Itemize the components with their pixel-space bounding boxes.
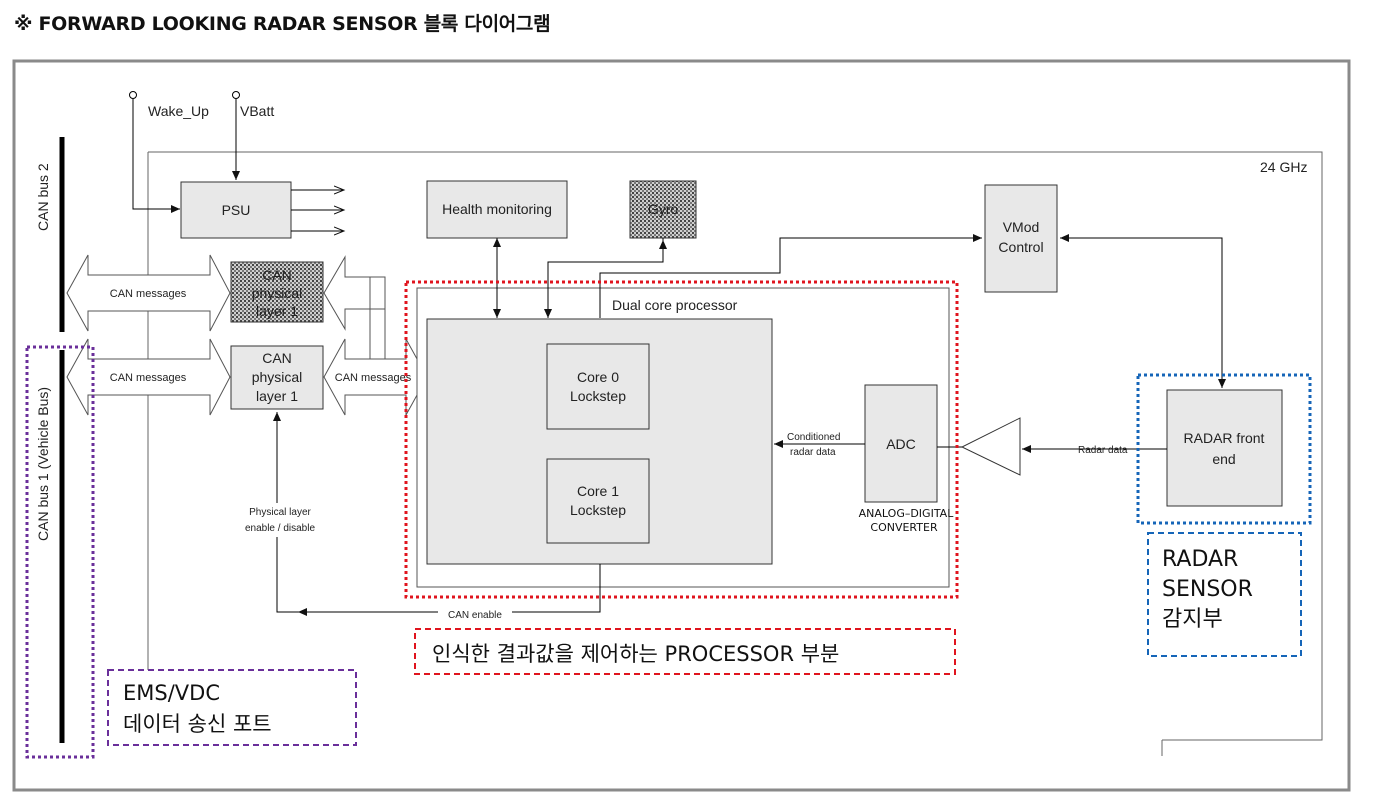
physical-layer-label-1: Physical layer: [249, 507, 311, 518]
ems-caption-box: [107, 669, 357, 746]
can-enable-label: CAN enable: [448, 610, 502, 621]
core-1-block: [546, 458, 650, 544]
can-bus-1-label: CAN bus 1 (Vehicle Bus): [35, 387, 51, 541]
adc-annotation-1: ANALOG–DIGITAL: [859, 507, 955, 520]
core-0-label-2: Lockstep: [570, 388, 626, 404]
rf-boundary: [147, 151, 1323, 741]
can-phy1-label-1: CAN: [262, 350, 292, 366]
radar-caption-1: RADAR: [1162, 547, 1238, 572]
can-phy2-label-2: physical: [252, 285, 303, 301]
radar-front-end-label-1: RADAR front: [1184, 430, 1265, 446]
health-monitoring-label: Health monitoring: [442, 201, 552, 217]
radar-caption-3: 감지부: [1162, 607, 1223, 632]
wake-up-terminal: [129, 91, 137, 99]
radar-front-end-block: [1166, 389, 1283, 507]
core-1-label-2: Lockstep: [570, 502, 626, 518]
adc-label: ADC: [886, 436, 916, 452]
conditioned-label-2: radar data: [790, 447, 836, 458]
processor-highlight-box: [404, 280, 959, 599]
can-phy1-label-3: layer 1: [256, 388, 298, 404]
radar-front-end-label-2: end: [1212, 451, 1235, 467]
psu-block: [180, 181, 292, 239]
ems-caption-2: 데이터 송신 포트: [123, 712, 272, 736]
health-monitoring-block: [426, 180, 568, 239]
can-bus-2-label: CAN bus 2: [35, 163, 51, 231]
radar-highlight-box: [1136, 373, 1312, 525]
can-physical-layer-1-block: [230, 345, 324, 410]
ems-highlight-box: [25, 345, 95, 759]
can-physical-layer-2-block: [230, 261, 324, 323]
can-messages-arrow-bottom: [66, 338, 231, 416]
processor-caption-box: [414, 628, 956, 675]
vbatt-terminal: [232, 91, 240, 99]
can-messages-bottom-label: CAN messages: [110, 372, 187, 384]
can-phy2-label-3: layer 1: [256, 303, 298, 319]
core-1-label-1: Core 1: [577, 483, 619, 499]
page-title: ※ FORWARD LOOKING RADAR SENSOR 블록 다이어그램: [14, 13, 551, 35]
vmod-label-2: Control: [998, 239, 1043, 255]
gyro-label: Gyro: [648, 201, 679, 217]
psu-label: PSU: [222, 202, 251, 218]
core-0-label-1: Core 0: [577, 369, 619, 385]
adc-block: [864, 384, 938, 503]
conditioned-label-1: Conditioned: [787, 432, 840, 443]
ems-caption-1: EMS/VDC: [123, 681, 220, 705]
core-0-block: [546, 343, 650, 430]
physical-layer-label-2: enable / disable: [245, 523, 315, 534]
dual-core-label: Dual core processor: [612, 297, 738, 313]
can-phy1-label-2: physical: [252, 369, 303, 385]
processor-caption: 인식한 결과값을 제어하는 PROCESSOR 부분: [432, 642, 839, 666]
can-phy2-label-1: CAN: [262, 267, 292, 283]
vbatt-label: VBatt: [240, 103, 274, 119]
amplifier-symbol: [960, 417, 1021, 476]
vmod-control-block: [984, 184, 1058, 293]
band-label: 24 GHz: [1260, 159, 1307, 175]
radar-caption-box: [1147, 532, 1302, 657]
adc-annotation-2: CONVERTER: [870, 521, 938, 534]
gyro-block: [629, 180, 697, 239]
wake-up-label: Wake_Up: [148, 103, 209, 119]
can-messages-top-label: CAN messages: [110, 288, 187, 300]
vmod-label-1: VMod: [1003, 219, 1040, 235]
radar-caption-2: SENSOR: [1162, 577, 1253, 602]
radar-data-label: Radar data: [1078, 445, 1128, 456]
can-messages-arrow-top: [66, 254, 231, 332]
can-messages-inner-label: CAN messages: [335, 372, 412, 384]
